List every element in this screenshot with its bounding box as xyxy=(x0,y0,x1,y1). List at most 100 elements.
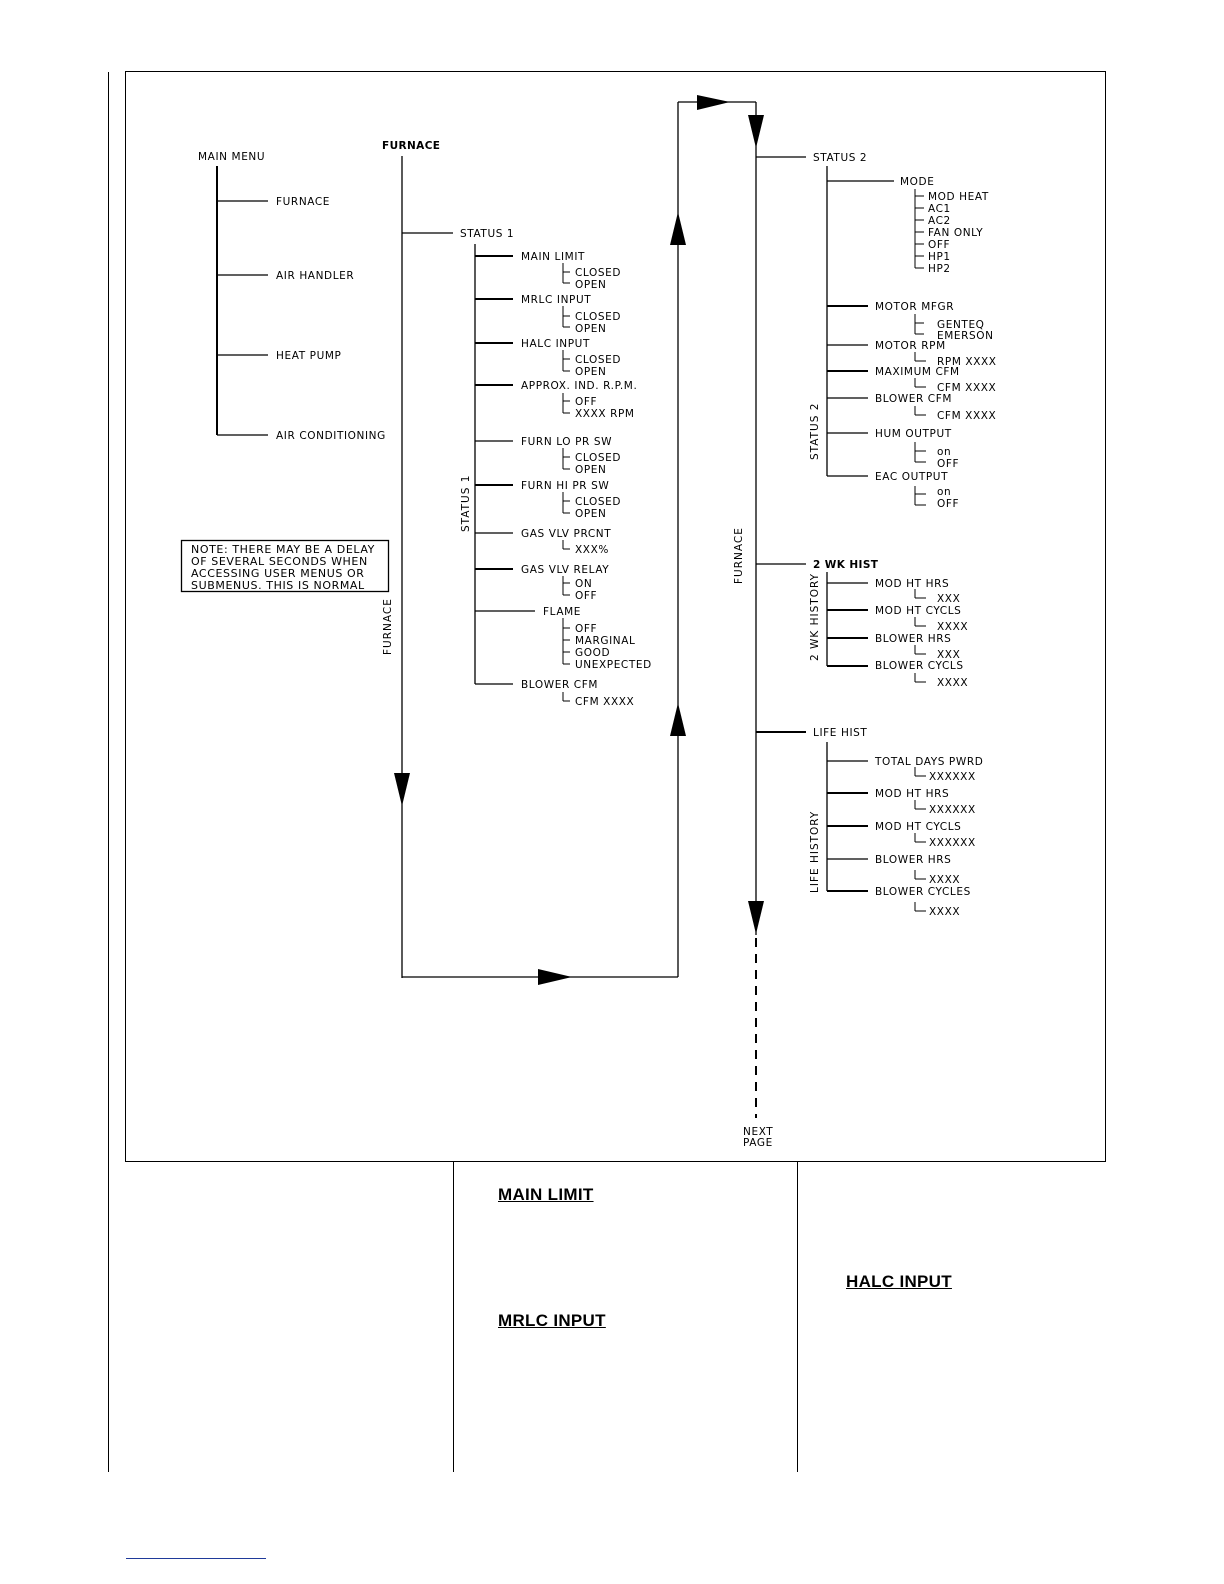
status2-eac-output: EAC OUTPUT xyxy=(875,471,948,483)
value-text: XXXX xyxy=(929,906,960,918)
status2-motor-rpm: MOTOR RPM xyxy=(875,340,946,352)
main-menu-tree: MAIN MENU FURNACE AIR HANDLER HEAT PUMP … xyxy=(198,151,386,442)
option-text: HP2 xyxy=(928,263,951,275)
option-text: CFM XXXX xyxy=(937,382,996,394)
status1-halc-input: HALC INPUT xyxy=(521,338,590,350)
wk-hist-blower-cycls: BLOWER CYCLS xyxy=(875,660,964,672)
note-line-1: NOTE: THERE MAY BE A DELAY xyxy=(191,543,375,556)
diagram-frame xyxy=(125,71,1106,1162)
option-text: XXXX RPM xyxy=(575,408,635,420)
option-text: OFF xyxy=(575,623,597,635)
right-furnace-vertical-label: FURNACE xyxy=(733,527,745,584)
furnace-vertical-label: FURNACE xyxy=(382,598,394,655)
note-line-4: SUBMENUS. THIS IS NORMAL xyxy=(191,579,365,592)
option-text: OFF xyxy=(928,239,950,251)
status1-furn-lo-pr-sw: FURN LO PR SW xyxy=(521,436,612,448)
value-text: XXXXXX xyxy=(929,771,976,783)
option-text: RPM XXXX xyxy=(937,356,997,368)
down-arrow-icon xyxy=(748,901,764,934)
main-menu-title: MAIN MENU xyxy=(198,151,265,163)
main-menu-item-heat-pump: HEAT PUMP xyxy=(276,350,341,362)
up-arrow-icon xyxy=(670,212,686,245)
status1-vertical-label: STATUS 1 xyxy=(460,475,472,532)
furnace-title: FURNACE xyxy=(382,140,440,152)
option-text: OPEN xyxy=(575,279,607,291)
status2-maximum-cfm: MAXIMUM CFM xyxy=(875,366,960,378)
footnote-rule xyxy=(126,1558,266,1559)
life-hist-blower-hrs: BLOWER HRS xyxy=(875,854,951,866)
status1-gas-vlv-prcnt: GAS VLV PRCNT xyxy=(521,528,611,540)
option-text: HP1 xyxy=(928,251,951,263)
option-text: ON xyxy=(575,578,592,590)
option-text: OPEN xyxy=(575,323,607,335)
note-line-3: ACCESSING USER MENUS OR xyxy=(191,567,365,580)
life-hist-title: LIFE HIST xyxy=(813,727,867,739)
status2-motor-mfgr: MOTOR MFGR xyxy=(875,301,954,313)
status2-vertical-label: STATUS 2 xyxy=(809,403,821,460)
option-text: UNEXPECTED xyxy=(575,659,652,671)
life-hist-mod-ht-cycls: MOD HT CYCLS xyxy=(875,821,961,833)
main-menu-item-air-conditioning: AIR CONDITIONING xyxy=(276,430,386,442)
option-text: CLOSED xyxy=(575,452,621,464)
option-text: MARGINAL xyxy=(575,635,635,647)
status2-mode: MODE xyxy=(900,176,934,188)
life-hist-vertical-label: LIFE HISTORY xyxy=(809,811,821,893)
column-divider xyxy=(453,1162,454,1472)
section-title-main-limit: MAIN LIMIT xyxy=(498,1185,594,1204)
status1-approx-ind-rpm: APPROX. IND. R.P.M. xyxy=(521,380,637,392)
status1-flame: FLAME xyxy=(543,606,581,618)
status1-furn-hi-pr-sw: FURN HI PR SW xyxy=(521,480,609,492)
status1-mrlc-input: MRLC INPUT xyxy=(521,294,591,306)
column-divider xyxy=(797,1162,798,1472)
value-text: XXX xyxy=(937,593,960,605)
section-title-halc-input: HALC INPUT xyxy=(846,1272,952,1291)
note-line-2: OF SEVERAL SECONDS WHEN xyxy=(191,555,368,568)
next-page-line-2: PAGE xyxy=(743,1137,773,1149)
wk-hist-blower-hrs: BLOWER HRS xyxy=(875,633,951,645)
wk-hist-vertical-label: 2 WK HISTORY xyxy=(809,573,821,661)
status1-main-limit: MAIN LIMIT xyxy=(521,251,585,263)
right-arrow-icon xyxy=(697,95,730,110)
two-week-history-tree: 2 WK HIST 2 WK HISTORY MOD HT HRS XXX MO… xyxy=(756,559,968,689)
option-text: OFF xyxy=(575,590,597,602)
option-text: FAN ONLY xyxy=(928,227,983,239)
option-text: XXX% xyxy=(575,544,609,556)
down-arrow-icon xyxy=(748,115,764,148)
wk-hist-title: 2 WK HIST xyxy=(813,559,879,571)
value-text: XXX xyxy=(937,649,960,661)
option-text: on xyxy=(937,486,951,498)
down-arrow-icon xyxy=(394,773,410,806)
option-text: CLOSED xyxy=(575,354,621,366)
status2-title: STATUS 2 xyxy=(813,152,867,164)
option-text: CFM XXXX xyxy=(937,410,996,422)
option-text: OPEN xyxy=(575,366,607,378)
option-text: AC2 xyxy=(928,215,951,227)
option-text: OFF xyxy=(937,458,959,470)
option-text: AC1 xyxy=(928,203,951,215)
status1-blower-cfm: BLOWER CFM xyxy=(521,679,598,691)
furnace-flow-loop: FURNACE FURNACE FURNACE NEXT PAGE xyxy=(382,95,773,1149)
option-text: EMERSON xyxy=(937,330,994,342)
note-box: NOTE: THERE MAY BE A DELAY OF SEVERAL SE… xyxy=(180,539,390,593)
option-text: CFM XXXX xyxy=(575,696,634,708)
status2-blower-cfm: BLOWER CFM xyxy=(875,393,952,405)
option-text: GOOD xyxy=(575,647,610,659)
status2-tree: STATUS 2 STATUS 2 MODE MOD HEAT AC1 AC2 … xyxy=(756,152,997,510)
value-text: XXXX xyxy=(937,621,968,633)
right-arrow-icon xyxy=(538,969,572,985)
option-text: MOD HEAT xyxy=(928,191,989,203)
value-text: XXXXXX xyxy=(929,804,976,816)
status2-hum-output: HUM OUTPUT xyxy=(875,428,952,440)
value-text: XXXX xyxy=(929,874,960,886)
option-text: on xyxy=(937,446,951,458)
section-title-mrlc-input: MRLC INPUT xyxy=(498,1311,606,1330)
option-text: CLOSED xyxy=(575,267,621,279)
wk-hist-mod-ht-hrs: MOD HT HRS xyxy=(875,578,949,590)
option-text: GENTEQ xyxy=(937,319,985,331)
wk-hist-mod-ht-cycls: MOD HT CYCLS xyxy=(875,605,961,617)
life-hist-blower-cycles: BLOWER CYCLES xyxy=(875,886,971,898)
option-text: OPEN xyxy=(575,464,607,476)
value-text: XXXXXX xyxy=(929,837,976,849)
status1-gas-vlv-relay: GAS VLV RELAY xyxy=(521,564,609,576)
